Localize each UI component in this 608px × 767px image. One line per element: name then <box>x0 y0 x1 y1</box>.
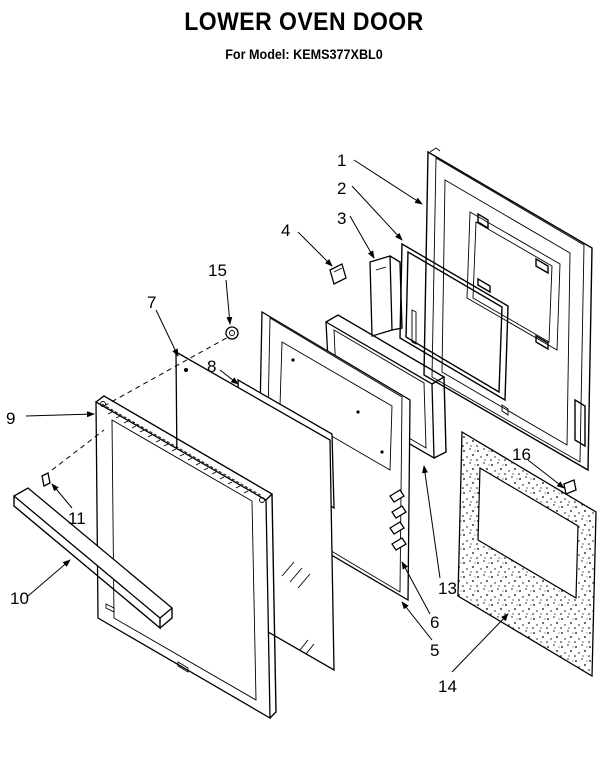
callout-1: 1 <box>337 151 346 170</box>
part-16-tab <box>563 479 577 495</box>
callout-14: 14 <box>438 677 457 696</box>
page-title: LOWER OVEN DOOR <box>184 8 424 36</box>
part-9-outer-door-frame <box>95 395 277 720</box>
callout-leaders <box>25 159 565 673</box>
callout-8: 8 <box>207 357 216 376</box>
callout-11: 11 <box>68 509 86 528</box>
callout-5: 5 <box>430 641 439 660</box>
callout-3: 3 <box>337 209 346 228</box>
part-15-screw <box>225 326 239 340</box>
part-11-handle-clip <box>41 472 51 487</box>
part-3-bracket <box>369 255 403 337</box>
part-4-clip <box>329 263 347 285</box>
part-1-inner-door-liner <box>423 147 593 472</box>
callout-2: 2 <box>337 179 346 198</box>
part-6-hinge-clips <box>389 489 407 551</box>
callout-16: 16 <box>512 445 531 464</box>
page-subtitle: For Model: KEMS377XBL0 <box>225 46 383 62</box>
alignment-line <box>103 335 231 407</box>
part-14-insulation <box>457 430 597 678</box>
callout-7: 7 <box>147 293 156 312</box>
part-10-door-handle <box>12 487 174 630</box>
alignment-line <box>51 429 105 471</box>
callout-15: 15 <box>208 261 227 280</box>
callout-9: 9 <box>6 409 15 428</box>
callout-10: 10 <box>10 589 29 608</box>
callout-13: 13 <box>438 579 457 598</box>
callout-4: 4 <box>281 221 290 240</box>
callout-6: 6 <box>430 613 439 632</box>
